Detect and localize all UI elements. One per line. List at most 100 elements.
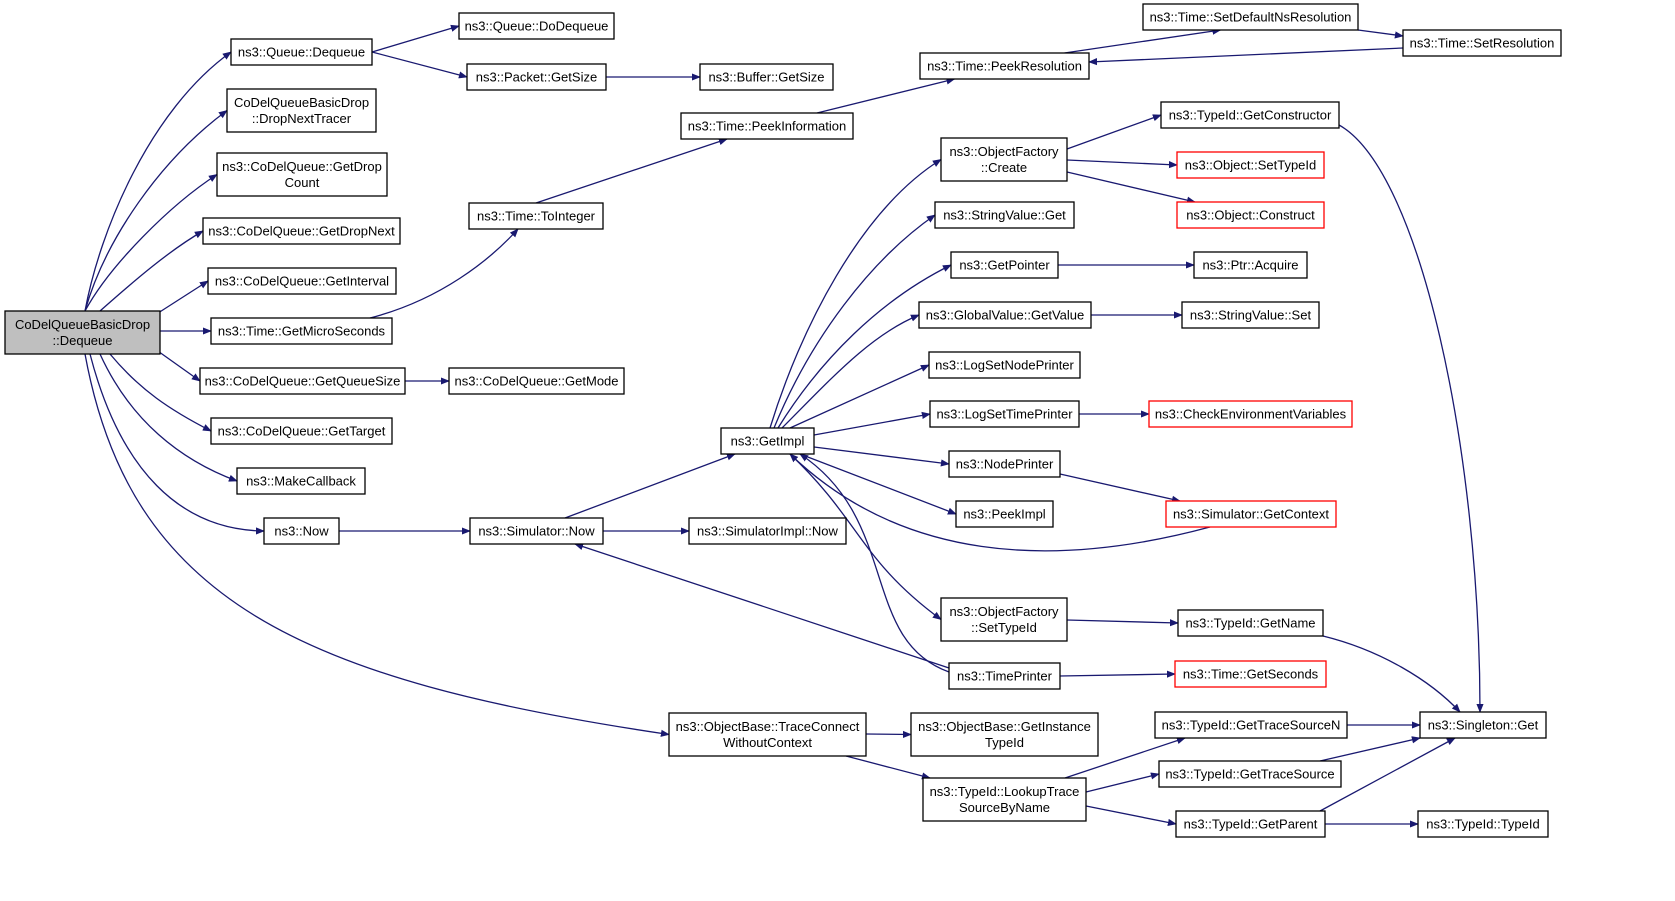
node-objectfactory-create[interactable]: ns3::ObjectFactory::Create: [940, 137, 1068, 182]
node-gettarget[interactable]: ns3::CoDelQueue::GetTarget: [210, 417, 393, 445]
node-label: ns3::Object::Construct: [1186, 208, 1315, 223]
node-traceconnect[interactable]: ns3::ObjectBase::TraceConnectWithoutCont…: [668, 712, 867, 757]
node-timeprinter[interactable]: ns3::TimePrinter: [948, 662, 1061, 690]
edge-getimpl-globalvalue_getvalue: [781, 314, 920, 429]
node-logsetnodeprinter[interactable]: ns3::LogSetNodePrinter: [928, 351, 1081, 379]
edge-root-getdropnext: [99, 230, 204, 312]
node-label: ns3::TypeId::TypeId: [1426, 817, 1539, 832]
node-label: ns3::Time::SetDefaultNsResolution: [1150, 10, 1352, 25]
edge-gettracesource-singleton_get: [1319, 736, 1421, 762]
node-simulator-getcontext[interactable]: ns3::Simulator::GetContext: [1165, 500, 1337, 528]
edge-getimpl-objectfactory_settypeid: [789, 453, 942, 621]
node-root: CoDelQueueBasicDrop::Dequeue: [4, 310, 161, 355]
edge-root-now: [89, 353, 265, 535]
node-checkenvvars[interactable]: ns3::CheckEnvironmentVariables: [1148, 400, 1353, 428]
node-getmicroseconds[interactable]: ns3::Time::GetMicroSeconds: [210, 317, 393, 345]
node-box: [230, 38, 373, 66]
node-gettracesourcen[interactable]: ns3::TypeId::GetTraceSourceN: [1154, 711, 1348, 739]
node-box: [458, 12, 615, 40]
node-getconstructor[interactable]: ns3::TypeId::GetConstructor: [1160, 101, 1340, 129]
node-getparent[interactable]: ns3::TypeId::GetParent: [1175, 810, 1326, 838]
node-box: [1160, 101, 1340, 129]
node-box: [668, 712, 867, 757]
node-simulator-now[interactable]: ns3::Simulator::Now: [469, 517, 604, 545]
node-simulatorimpl-now[interactable]: ns3::SimulatorImpl::Now: [688, 517, 847, 545]
node-stringvalue-set[interactable]: ns3::StringValue::Set: [1181, 301, 1320, 329]
node-box: [1193, 251, 1308, 279]
node-logsettimeprinter[interactable]: ns3::LogSetTimePrinter: [929, 400, 1080, 428]
node-box: [1175, 810, 1326, 838]
node-ptr-acquire[interactable]: ns3::Ptr::Acquire: [1193, 251, 1308, 279]
node-label: ns3::CoDelQueue::GetInterval: [215, 274, 389, 289]
node-getmode[interactable]: ns3::CoDelQueue::GetMode: [448, 367, 625, 395]
node-time-getseconds[interactable]: ns3::Time::GetSeconds: [1174, 660, 1327, 688]
node-dropnexttracer[interactable]: CoDelQueueBasicDrop::DropNextTracer: [226, 88, 377, 133]
node-label: ns3::Time::GetMicroSeconds: [218, 324, 386, 339]
node-packet-getsize[interactable]: ns3::Packet::GetSize: [466, 63, 607, 91]
node-globalvalue-getvalue[interactable]: ns3::GlobalValue::GetValue: [918, 301, 1092, 329]
node-nodeprinter[interactable]: ns3::NodePrinter: [948, 450, 1061, 478]
node-tointeger[interactable]: ns3::Time::ToInteger: [468, 202, 604, 230]
node-getinterval[interactable]: ns3::CoDelQueue::GetInterval: [207, 267, 397, 295]
node-label: ns3::Now: [274, 524, 329, 539]
node-stringvalue-get[interactable]: ns3::StringValue::Get: [934, 201, 1075, 229]
node-label: ::Dequeue: [53, 333, 113, 348]
node-label: ns3::TypeId::LookupTrace: [930, 784, 1080, 799]
node-object-construct[interactable]: ns3::Object::Construct: [1176, 201, 1325, 229]
node-objectfactory-settypeid[interactable]: ns3::ObjectFactory::SetTypeId: [940, 597, 1068, 642]
node-label: ns3::TimePrinter: [957, 669, 1053, 684]
node-label: TypeId: [985, 735, 1024, 750]
node-peekresolution[interactable]: ns3::Time::PeekResolution: [919, 52, 1090, 80]
node-box: [1154, 711, 1348, 739]
node-peekinformation[interactable]: ns3::Time::PeekInformation: [680, 112, 854, 140]
node-label: ns3::GlobalValue::GetValue: [926, 308, 1085, 323]
node-typeid-getname[interactable]: ns3::TypeId::GetName: [1177, 609, 1324, 637]
node-getpointer[interactable]: ns3::GetPointer: [950, 251, 1059, 279]
node-getqueuesize[interactable]: ns3::CoDelQueue::GetQueueSize: [199, 367, 406, 395]
node-getdropnext[interactable]: ns3::CoDelQueue::GetDropNext: [202, 217, 401, 245]
node-box: [1177, 609, 1324, 637]
node-setdefaultnsresolution[interactable]: ns3::Time::SetDefaultNsResolution: [1142, 3, 1359, 31]
node-label: ns3::ObjectFactory: [949, 604, 1059, 619]
node-label: CoDelQueueBasicDrop: [15, 317, 150, 332]
node-box: [202, 217, 401, 245]
edge-typeid_getname-singleton_get: [1322, 635, 1461, 713]
edge-root-getinterval: [154, 280, 209, 316]
node-box: [1402, 29, 1562, 57]
node-label: ns3::CoDelQueue::GetQueueSize: [205, 374, 401, 389]
node-queue-dequeue[interactable]: ns3::Queue::Dequeue: [230, 38, 373, 66]
node-peekimpl[interactable]: ns3::PeekImpl: [955, 500, 1054, 528]
node-gettracesource[interactable]: ns3::TypeId::GetTraceSource: [1158, 760, 1342, 788]
node-box: [210, 317, 393, 345]
edge-getmicroseconds-tointeger: [369, 228, 519, 319]
node-getimpl[interactable]: ns3::GetImpl: [720, 427, 815, 455]
edge-root-gettarget: [109, 353, 212, 432]
node-label: ns3::Singleton::Get: [1428, 718, 1539, 733]
node-label: ns3::Time::PeekInformation: [688, 119, 846, 134]
edge-getconstructor-singleton_get: [1338, 124, 1484, 713]
node-label: Count: [285, 175, 320, 190]
node-label: ns3::Queue::DoDequeue: [465, 19, 609, 34]
node-typeid-typeid[interactable]: ns3::TypeId::TypeId: [1417, 810, 1549, 838]
node-label: ns3::CoDelQueue::GetTarget: [218, 424, 386, 439]
edge-queue_dequeue-packet_getsize: [371, 51, 468, 79]
node-box: [948, 450, 1061, 478]
node-box: [928, 351, 1081, 379]
node-box: [468, 202, 604, 230]
node-queue-dodequeue[interactable]: ns3::Queue::DoDequeue: [458, 12, 615, 40]
node-label: ns3::MakeCallback: [246, 474, 356, 489]
node-object-settypeid[interactable]: ns3::Object::SetTypeId: [1176, 151, 1325, 179]
node-makecallback[interactable]: ns3::MakeCallback: [236, 467, 366, 495]
node-label: ns3::TypeId::GetTraceSourceN: [1162, 718, 1341, 733]
node-now[interactable]: ns3::Now: [263, 517, 340, 545]
edge-tointeger-peekinformation: [535, 138, 728, 204]
node-buffer-getsize[interactable]: ns3::Buffer::GetSize: [699, 63, 834, 91]
node-singleton-get[interactable]: ns3::Singleton::Get: [1419, 711, 1547, 739]
node-label: ns3::Buffer::GetSize: [708, 70, 824, 85]
node-box: [699, 63, 834, 91]
node-box: [950, 251, 1059, 279]
node-setresolution[interactable]: ns3::Time::SetResolution: [1402, 29, 1562, 57]
